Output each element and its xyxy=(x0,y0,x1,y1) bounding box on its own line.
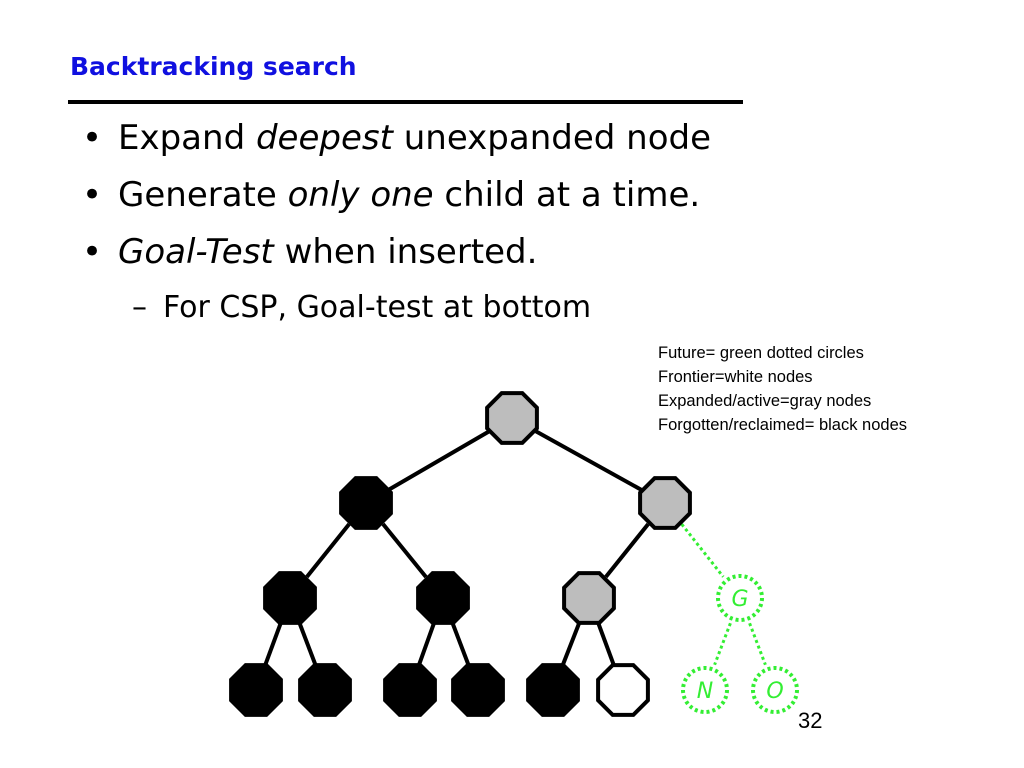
bullet-text-pre: Generate xyxy=(118,175,288,215)
tree-node-N-future: N xyxy=(681,666,729,714)
tree-node-l5-black xyxy=(526,663,580,717)
bullet-text-emphasis: only one xyxy=(287,175,434,215)
node-shape xyxy=(383,663,437,717)
node-shape xyxy=(229,663,283,717)
node-shape xyxy=(596,663,650,717)
future-node-label: N xyxy=(697,679,713,704)
tree-edge-root-L1 xyxy=(388,429,490,492)
bullet-text-post: unexpanded node xyxy=(392,118,711,158)
sub-bullet-csp: –For CSP, Goal-test at bottom xyxy=(132,281,711,335)
tree-edge-LR-l3 xyxy=(417,622,436,666)
future-node-circle xyxy=(681,666,729,714)
tree-edge-G-O xyxy=(748,622,767,666)
bullet-text-post: child at a time. xyxy=(433,175,701,215)
future-node-circle xyxy=(751,666,799,714)
tree-edge-RL-l5 xyxy=(560,622,582,666)
bullet-text-pre: Expand xyxy=(118,118,256,158)
tree-edge-RL-l6 xyxy=(596,622,616,666)
legend: Future= green dotted circles Frontier=wh… xyxy=(658,341,907,437)
bullet-text-emphasis: Goal-Test xyxy=(118,232,274,272)
tree-node-root-gray xyxy=(485,391,539,445)
node-shape xyxy=(485,391,539,445)
future-node-label: O xyxy=(766,679,783,704)
tree-edge-R1-G xyxy=(680,523,725,578)
tree-edge-LL-l1 xyxy=(263,622,283,666)
slide-title: Backtracking search xyxy=(70,52,357,81)
legend-forgotten: Forgotten/reclaimed= black nodes xyxy=(658,416,908,434)
sub-bullet-text: For CSP, Goal-test at bottom xyxy=(163,290,592,325)
bullet-text-post: when inserted. xyxy=(273,232,538,272)
tree-node-R1-gray xyxy=(638,476,692,530)
node-shape xyxy=(638,476,692,530)
tree-node-G-future: G xyxy=(716,574,764,622)
slide-number: 32 xyxy=(798,708,823,733)
tree-node-O-future: O xyxy=(751,666,799,714)
node-shape xyxy=(562,571,616,625)
bullet-goal-test: • Goal-Test when inserted. xyxy=(82,224,711,281)
legend-future: Future= green dotted circles xyxy=(658,344,864,362)
node-shape xyxy=(298,663,352,717)
bullet-list: • Expand deepest unexpanded node • Generat… xyxy=(82,110,711,335)
tree-node-l3-black xyxy=(383,663,437,717)
tree-node-l6-white xyxy=(596,663,650,717)
bullet-generate: • Generate only one child at a time. xyxy=(82,167,711,224)
node-shape xyxy=(339,476,393,530)
legend-frontier: Frontier=white nodes xyxy=(658,368,813,386)
legend-expanded: Expanded/active=gray nodes xyxy=(658,392,872,410)
node-shape xyxy=(263,571,317,625)
tree-edge-LL-l2 xyxy=(297,622,318,666)
tree-edge-G-N xyxy=(713,622,732,666)
future-node-circle xyxy=(716,574,764,622)
tree-node-l1-black xyxy=(229,663,283,717)
tree-node-LR-black xyxy=(416,571,470,625)
tree-node-LL-black xyxy=(263,571,317,625)
bullet-dot: • xyxy=(82,118,103,158)
tree-node-l4-black xyxy=(451,663,505,717)
future-node-label: G xyxy=(731,587,748,612)
bullet-text-emphasis: deepest xyxy=(255,118,393,158)
node-shape xyxy=(416,571,470,625)
bullet-expand: • Expand deepest unexpanded node xyxy=(82,110,711,167)
tree-edge-LR-l4 xyxy=(450,622,471,666)
bullet-dot: • xyxy=(82,232,103,272)
node-shape xyxy=(526,663,580,717)
tree-edge-L1-LR xyxy=(381,522,428,579)
tree-edge-L1-LL xyxy=(305,522,351,579)
tree-node-RL-gray xyxy=(562,571,616,625)
sub-bullet-dash: – xyxy=(132,290,147,325)
tree-node-L1-black xyxy=(339,476,393,530)
title-underline xyxy=(68,100,743,104)
tree-edge-root-R1 xyxy=(534,429,643,492)
bullet-dot: • xyxy=(82,175,103,215)
tree-edge-R1-RL xyxy=(604,522,650,579)
tree-node-l2-black xyxy=(298,663,352,717)
node-shape xyxy=(451,663,505,717)
